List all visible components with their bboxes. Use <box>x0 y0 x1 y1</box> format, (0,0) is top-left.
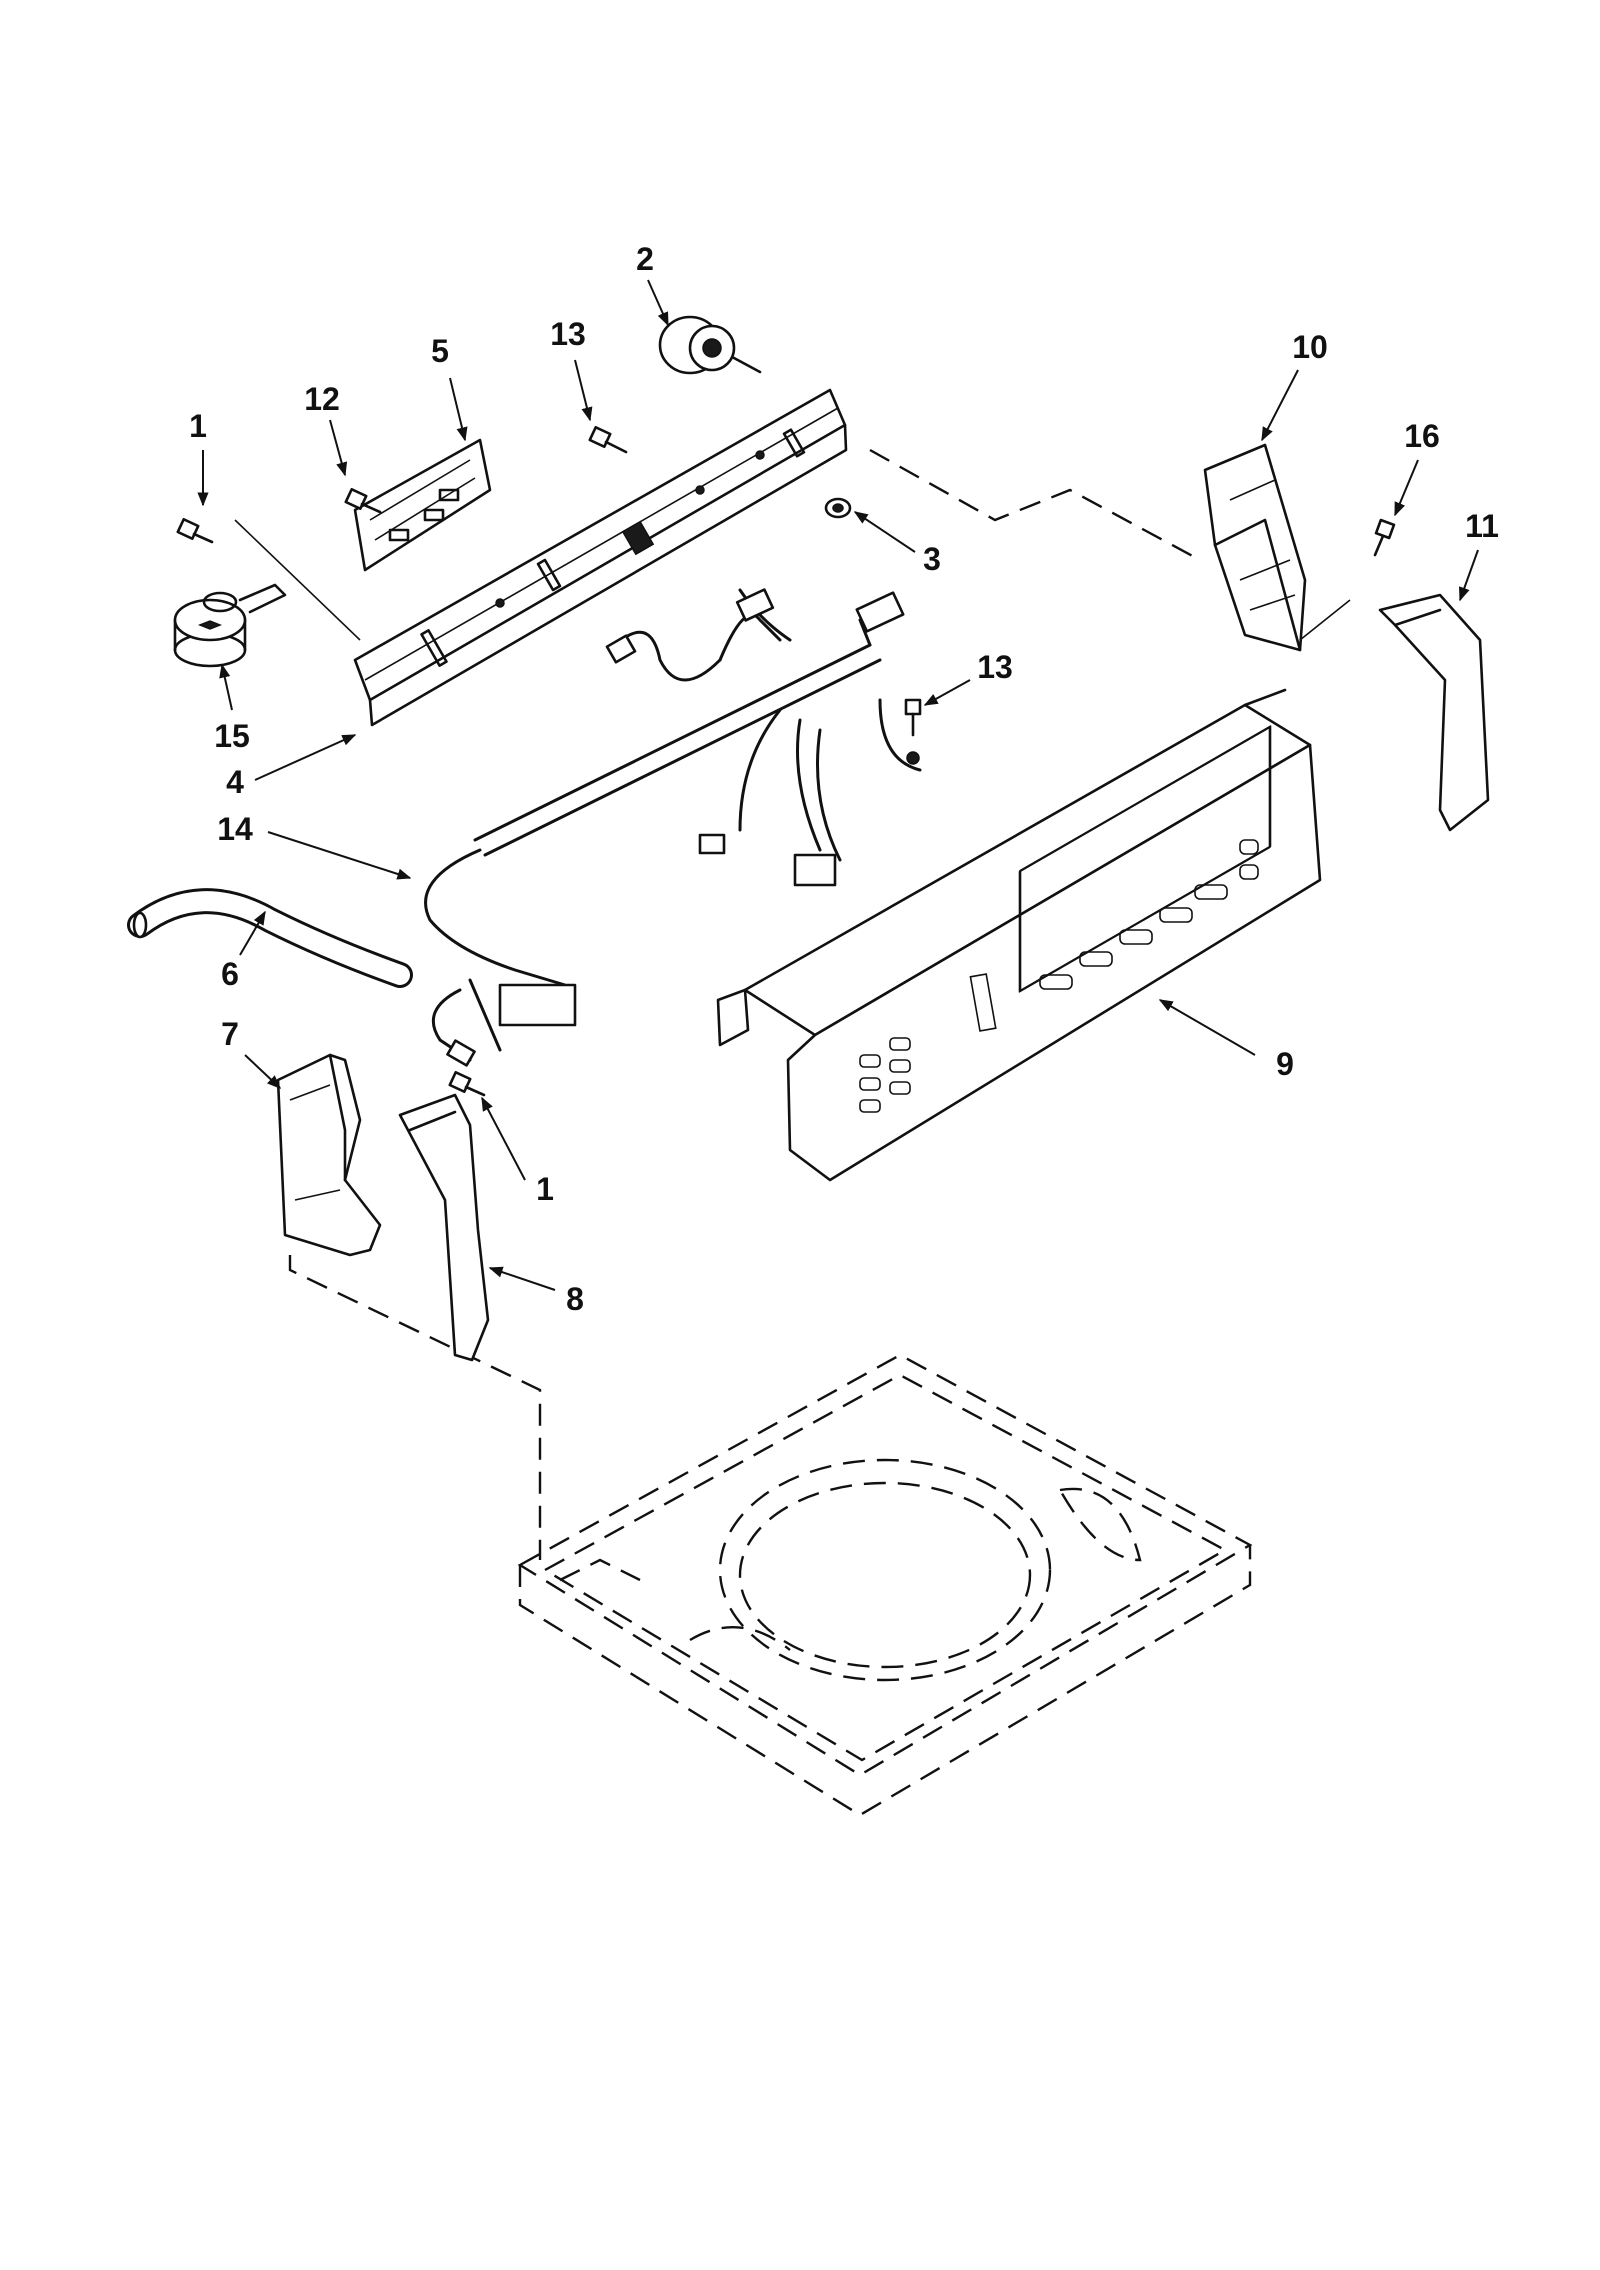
callout-7: 7 <box>221 1016 239 1052</box>
left-trim-part <box>398 1093 490 1362</box>
screw-part-16 <box>1373 518 1396 557</box>
left-endcap-part <box>276 1053 382 1257</box>
callout-1-lower: 1 <box>536 1171 554 1207</box>
assembly-lines <box>234 448 1351 1560</box>
console-panel-part <box>716 688 1322 1182</box>
panel-buttons <box>1039 839 1259 990</box>
callout-16: 16 <box>1404 418 1440 454</box>
right-endcap-part <box>1203 443 1307 652</box>
wire-harness-part <box>424 588 922 1067</box>
panel-grille <box>859 1037 911 1113</box>
screw-part-13-upper <box>588 425 628 454</box>
top-panel-dashed-outline <box>517 1353 1253 1817</box>
callout-12: 12 <box>304 381 340 417</box>
callout-3: 3 <box>923 541 941 577</box>
callout-6: 6 <box>221 956 239 992</box>
callout-11: 11 <box>1465 508 1499 544</box>
screw-part-1-upper <box>176 517 214 544</box>
callout-4: 4 <box>226 764 244 800</box>
right-trim-part <box>1378 593 1490 832</box>
callout-1-upper: 1 <box>189 408 207 444</box>
timer-part <box>658 315 762 375</box>
callouts: 1 12 5 13 2 3 10 16 11 15 4 13 14 6 9 7 <box>189 241 1499 1317</box>
screw-part-1-lower <box>448 1070 486 1097</box>
clip-part-3 <box>824 497 852 519</box>
callout-13-upper: 13 <box>550 316 586 352</box>
callout-13-lower: 13 <box>977 649 1013 685</box>
callout-2: 2 <box>636 241 654 277</box>
callout-8: 8 <box>566 1281 584 1317</box>
screw-part-12 <box>344 487 382 514</box>
screw-part-13-lower <box>904 698 922 765</box>
callout-5: 5 <box>431 333 449 369</box>
callout-9: 9 <box>1276 1046 1294 1082</box>
pressure-switch-part <box>173 583 287 668</box>
hose-part <box>127 888 413 988</box>
control-board-part <box>353 438 492 572</box>
callout-14: 14 <box>217 811 253 847</box>
console-bracket-part <box>353 388 848 727</box>
callout-10: 10 <box>1292 329 1328 365</box>
callout-15: 15 <box>214 718 250 754</box>
